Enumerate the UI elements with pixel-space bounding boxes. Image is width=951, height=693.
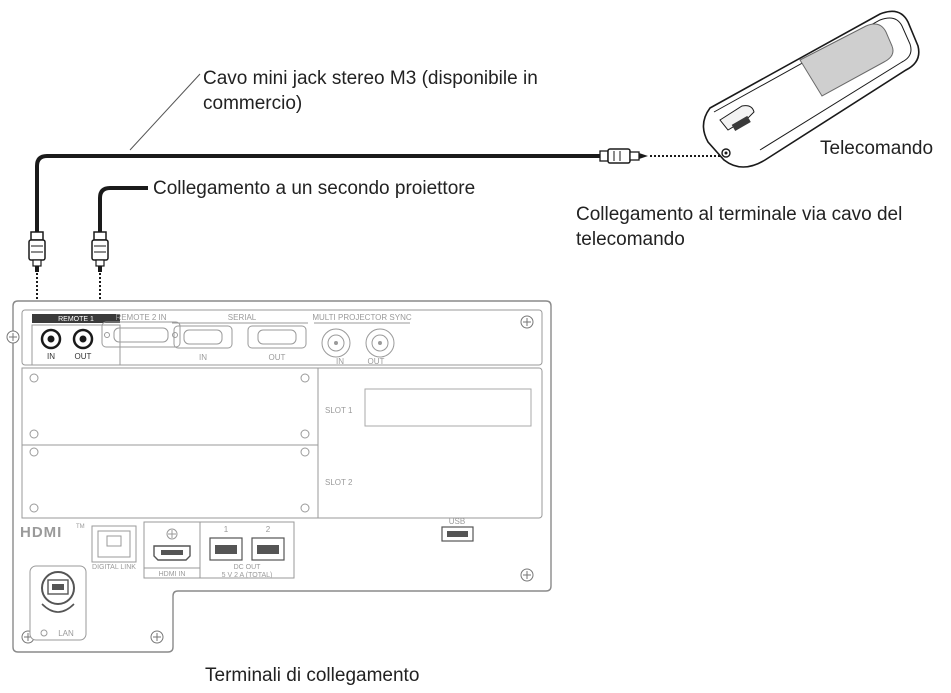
second-projector-callout: Collegamento a un secondo proiettore: [153, 178, 476, 199]
cable-leader-line: [129, 73, 201, 151]
mini-jack-plug-in: [28, 231, 46, 272]
cable-callout: Cavo mini jack stereo M3 (disponibile in…: [203, 68, 538, 114]
svg-text:SLOT 2: SLOT 2: [325, 478, 353, 487]
slot1: SLOT 1: [21, 367, 353, 446]
screw-bottom-mid: [150, 630, 164, 644]
svg-text:REMOTE 2 IN: REMOTE 2 IN: [115, 313, 166, 322]
screw-left: [6, 330, 20, 344]
hdmi-in-port: HDMI IN: [143, 521, 201, 579]
svg-text:DIGITAL LINK: DIGITAL LINK: [92, 564, 136, 571]
svg-text:REMOTE 1: REMOTE 1: [58, 316, 94, 323]
svg-text:OUT: OUT: [269, 353, 286, 362]
terminals-caption: Terminali di collegamento: [205, 665, 420, 686]
screw-top-right: [520, 315, 534, 329]
svg-text:1: 1: [224, 525, 229, 534]
svg-text:SERIAL: SERIAL: [228, 313, 257, 322]
dc-out-ports: 1 2 DC OUT 5 V 2 A (TOTAL): [199, 521, 295, 579]
remote-control-illustration: [702, 10, 920, 168]
svg-text:LAN: LAN: [58, 629, 74, 638]
svg-text:SLOT 1: SLOT 1: [325, 406, 353, 415]
remote1-terminal: REMOTE 1 IN OUT: [31, 314, 121, 366]
remote2-in-terminal: REMOTE 2 IN: [101, 313, 181, 348]
usb-port: USB: [441, 517, 474, 542]
svg-text:IN: IN: [47, 352, 55, 361]
svg-text:IN: IN: [336, 357, 344, 366]
svg-text:OUT: OUT: [75, 352, 92, 361]
hdmi-logo: HDMI TM: [20, 524, 85, 541]
svg-text:HDMI: HDMI: [20, 524, 62, 541]
svg-text:OUT: OUT: [368, 357, 385, 366]
second-projector-cable: [98, 186, 148, 232]
screw-right: [520, 568, 534, 582]
lan-port: LAN: [29, 565, 87, 641]
slot2: SLOT 2: [21, 444, 353, 519]
svg-text:MULTI PROJECTOR SYNC: MULTI PROJECTOR SYNC: [312, 313, 411, 322]
svg-text:HDMI IN: HDMI IN: [159, 571, 186, 578]
slot-label-window: [364, 388, 532, 427]
multi-projector-sync-terminals: MULTI PROJECTOR SYNC IN OUT: [312, 313, 411, 366]
digital-link-port: DIGITAL LINK: [91, 525, 137, 571]
remote-control-callout: Telecomando: [820, 138, 934, 159]
svg-text:5 V 2 A (TOTAL): 5 V 2 A (TOTAL): [222, 572, 273, 579]
mini-jack-plug-out: [91, 231, 109, 272]
svg-text:IN: IN: [199, 353, 207, 362]
svg-text:DC OUT: DC OUT: [234, 564, 262, 571]
svg-text:2: 2: [266, 525, 271, 534]
mini-jack-plug-remote: [599, 148, 648, 164]
serial-terminals: SERIAL IN OUT: [172, 313, 308, 362]
main-cable: [35, 154, 600, 232]
wired-terminal-callout: Collegamento al terminale via cavo del t…: [576, 204, 903, 250]
svg-text:TM: TM: [76, 524, 85, 530]
svg-text:USB: USB: [449, 517, 465, 526]
